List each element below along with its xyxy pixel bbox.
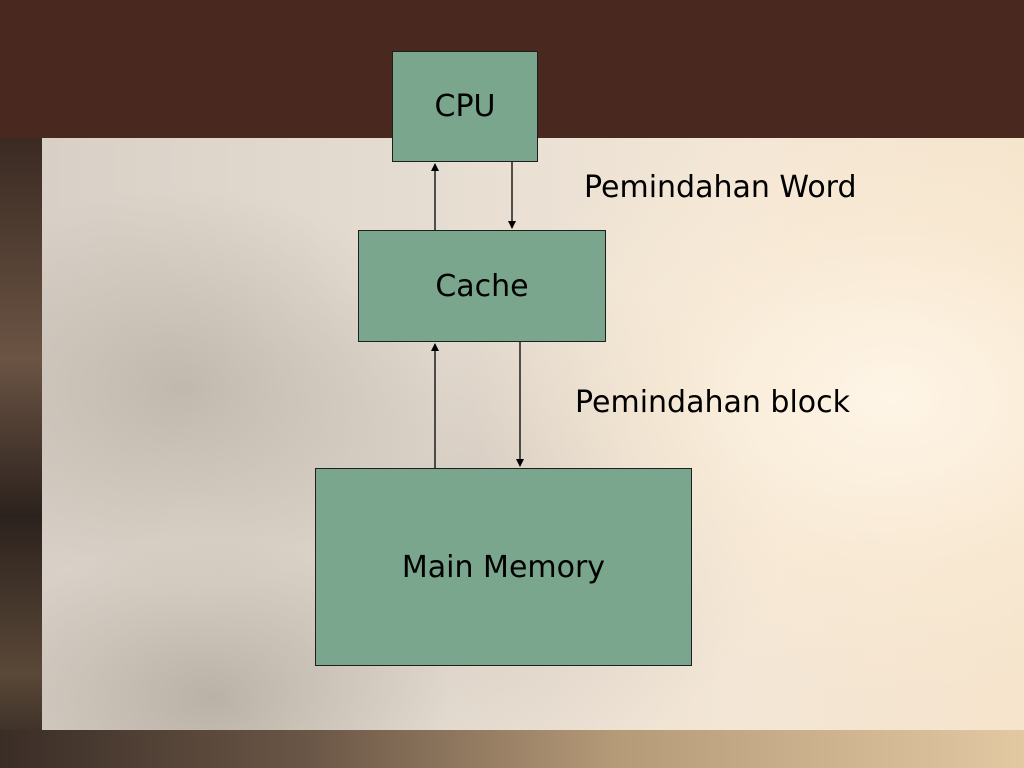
main-memory-node-label: Main Memory [401, 549, 606, 585]
cpu-node-label: CPU [434, 89, 496, 124]
cpu-node: CPU [392, 51, 538, 162]
block-transfer-label: Pemindahan block [575, 385, 851, 420]
cache-node: Cache [358, 230, 606, 342]
background-left-strip [0, 138, 42, 768]
main-memory-node: Main Memory [315, 468, 692, 666]
background-bottom-strip [0, 730, 1024, 768]
cache-node-label: Cache [435, 268, 529, 304]
word-transfer-label: Pemindahan Word [584, 170, 857, 205]
